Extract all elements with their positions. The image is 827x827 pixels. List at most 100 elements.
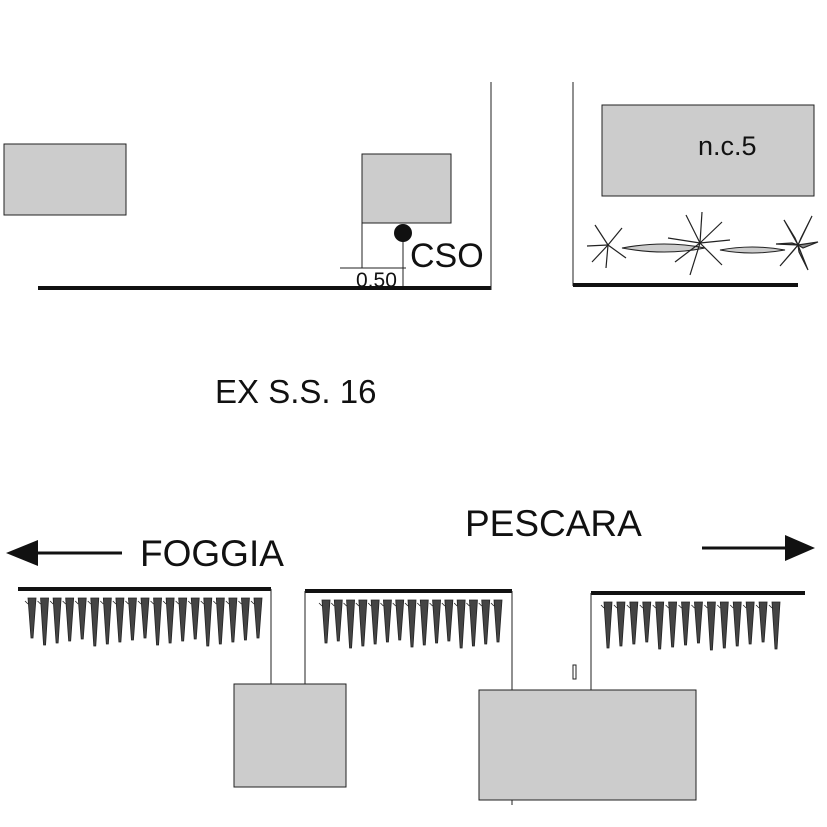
building-top-center [361, 153, 452, 224]
hedge-spike [128, 597, 137, 641]
hedge-spike-notch [367, 602, 372, 607]
hedge-spike [407, 599, 417, 648]
hedge-spike-notch [639, 604, 644, 609]
hedge-spike [655, 601, 665, 650]
hedge-spike-notch [717, 604, 721, 609]
hedge-spike-notch [478, 602, 482, 607]
cso-label: CSO [410, 237, 484, 275]
hedge-spike-notch [453, 602, 458, 607]
hedge-spike-notch [250, 600, 255, 605]
hedge-spike-notch [62, 600, 66, 605]
hedge-spike-notch [49, 600, 54, 605]
arrow-right-icon [702, 535, 815, 561]
hedge-spike [153, 597, 162, 646]
hedge-spike [493, 599, 503, 643]
hedge-spike-notch [600, 604, 605, 609]
hedge-spike [694, 601, 703, 644]
hedge-spike [77, 597, 87, 640]
hedge-spike [706, 601, 716, 651]
hedge-spike-notch [665, 604, 669, 609]
palm-plant-icon [586, 211, 819, 276]
hedge-spike [165, 597, 175, 644]
hedge-spike-notch [74, 600, 79, 605]
hedge-spike [115, 597, 125, 643]
hedge-spike-notch [37, 600, 41, 605]
hedge-spike [616, 601, 626, 647]
hedge-spike-notch [125, 600, 129, 605]
hedge-spike-notch [200, 600, 205, 605]
hedge-spike [65, 597, 75, 642]
hedge-spike [228, 597, 238, 643]
hedge-spike [395, 599, 405, 641]
hedge-spike [370, 599, 380, 645]
hedge-spike [719, 601, 729, 649]
direction-right-label: PESCARA [465, 503, 642, 544]
hedge-spike [456, 599, 466, 649]
hedge-spike-notch [742, 604, 747, 609]
hedge-spike [668, 601, 678, 648]
hedge-spike-notch [417, 602, 421, 607]
hedge-spike-notch [490, 602, 495, 607]
hedge-spike-notch [24, 600, 29, 605]
building-bottom-right [478, 689, 697, 801]
hedge-spike-notch [213, 600, 217, 605]
hedge-spike-notch [225, 600, 230, 605]
hedge-spike-notch [380, 602, 384, 607]
hedge-spike [40, 597, 49, 646]
hedge-spike-notch [150, 600, 154, 605]
hedge-spike [358, 599, 368, 647]
hedge-spike [190, 597, 200, 640]
hedge-spike [215, 597, 225, 645]
hedge-spike [321, 599, 331, 644]
hedge-spike [642, 601, 652, 643]
hedge-spike [346, 599, 355, 649]
hedge-spike-notch [187, 600, 192, 605]
hedge-spike [178, 597, 188, 642]
hedge-spike-notch [652, 604, 656, 609]
hedge-spike [681, 601, 690, 646]
hedge-spike-notch [755, 604, 760, 609]
building-number-label: n.c.5 [698, 131, 757, 161]
hedge-spike [90, 597, 100, 647]
hedge-spike-notch [112, 600, 117, 605]
hedge-spike-notch [343, 602, 347, 607]
hedge-spike [745, 601, 755, 645]
hedge-spike-notch [392, 602, 396, 607]
hedge-spike-notch [704, 604, 708, 609]
hedge-spike-notch [318, 602, 323, 607]
hedge-spike [333, 599, 343, 642]
manhole-icon [394, 224, 412, 242]
hedge-spike [758, 601, 768, 643]
hedge-spike [203, 597, 213, 647]
hedge-spike [27, 597, 37, 639]
hedge-spike-notch [404, 602, 409, 607]
hedge-spike [481, 599, 491, 645]
hedge-spike-notch [137, 600, 142, 605]
hedge-spike [432, 599, 441, 644]
small-marker [572, 664, 577, 680]
hedge-spike-notch [466, 602, 470, 607]
building-top-left [3, 143, 127, 216]
hedge-spike [241, 597, 250, 641]
hedge-spike-notch [238, 600, 242, 605]
hedge-spike [444, 599, 454, 642]
hedge-spike-notch [355, 602, 360, 607]
hedge-spike-notch [768, 604, 773, 609]
hedge-spike-notch [162, 600, 167, 605]
building-nc5 [601, 104, 815, 197]
hedge-spike [102, 597, 112, 645]
road-label: EX S.S. 16 [215, 373, 376, 410]
hedge-spike-notch [729, 604, 734, 609]
hedge-spike [382, 599, 392, 643]
hedge-spike-notch [441, 602, 446, 607]
hedge-spike-notch [331, 602, 335, 607]
hedge-spike [603, 601, 613, 649]
hedge-spike [140, 597, 150, 639]
hedge-spike [52, 597, 62, 644]
hedge-spike-notch [100, 600, 104, 605]
hedge-spike [771, 601, 781, 650]
hedge-spike [732, 601, 742, 647]
hedge-spike-notch [87, 600, 92, 605]
hedge-spike [253, 597, 263, 639]
